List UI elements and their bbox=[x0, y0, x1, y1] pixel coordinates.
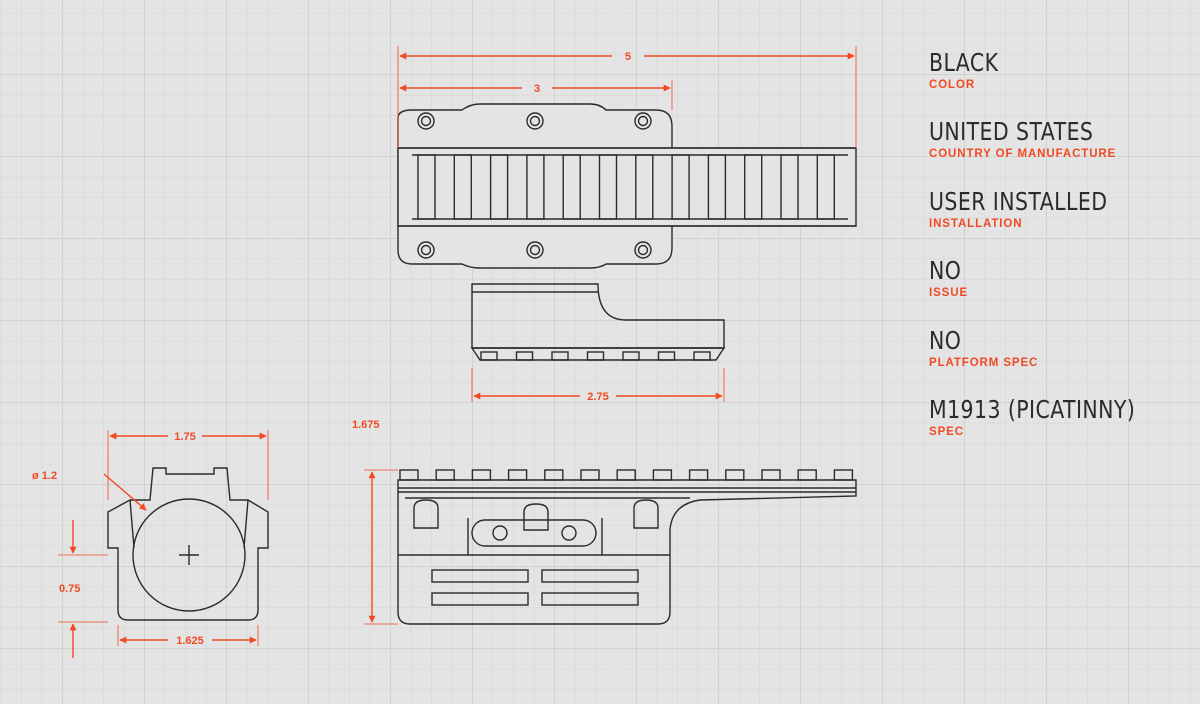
spec-installation: USER INSTALLED INSTALLATION bbox=[929, 187, 1189, 256]
rail-slot bbox=[780, 154, 799, 220]
rail-tooth bbox=[435, 469, 455, 481]
spec-label: COLOR bbox=[929, 79, 976, 91]
screw-hole bbox=[634, 241, 652, 259]
side-profile-view bbox=[470, 283, 726, 361]
rail-tooth bbox=[622, 351, 640, 361]
spec-color: BLACK COLOR bbox=[929, 48, 1189, 117]
rail-slot bbox=[489, 154, 509, 220]
rail-tooth bbox=[833, 469, 854, 481]
rail-tooth bbox=[544, 469, 564, 481]
spec-spec: M1913 (PICATINNY) SPEC bbox=[929, 395, 1189, 464]
rail-tooth bbox=[586, 351, 605, 361]
rail-tooth bbox=[471, 469, 492, 481]
spec-label: SPEC bbox=[929, 425, 964, 438]
rail-slot bbox=[562, 154, 581, 220]
rail-tooth bbox=[580, 469, 600, 481]
rail-tooth bbox=[515, 351, 534, 361]
spec-list: BLACK COLOR UNITED STATES COUNTRY OF MAN… bbox=[929, 48, 1189, 464]
rail-tooth bbox=[652, 469, 673, 481]
dim-front-width: 1.75 bbox=[174, 431, 195, 443]
rail-slot bbox=[635, 154, 654, 220]
screw-hole-inner bbox=[637, 115, 649, 127]
screw-hole-inner bbox=[420, 244, 432, 256]
dim-side-height: 1.675 bbox=[352, 419, 380, 431]
screw-hole bbox=[417, 241, 435, 259]
side-view bbox=[397, 469, 857, 625]
spec-value: NO bbox=[929, 256, 962, 286]
rail-tooth bbox=[688, 469, 709, 481]
rail-slot bbox=[453, 154, 472, 220]
rail-tooth bbox=[399, 469, 419, 481]
screw-hole bbox=[417, 112, 435, 130]
rail-tooth bbox=[657, 351, 676, 361]
spec-label: COUNTRY OF MANUFACTURE bbox=[929, 148, 1117, 161]
screw-hole-inner bbox=[420, 115, 432, 127]
rail-slot bbox=[417, 154, 436, 220]
front-view bbox=[107, 467, 269, 621]
spec-value: USER INSTALLED bbox=[929, 186, 1108, 216]
spec-label: INSTALLATION bbox=[929, 217, 1023, 230]
dimension-lines bbox=[58, 46, 857, 658]
top-view bbox=[397, 103, 857, 269]
screw-hole-inner bbox=[529, 115, 541, 127]
spec-value: UNITED STATES bbox=[929, 117, 1094, 147]
dim-front-ring-diameter: ø 1.2 bbox=[32, 470, 57, 482]
rail-slot bbox=[526, 154, 545, 220]
rail-slot bbox=[816, 154, 835, 220]
dim-side-rail-length: 2.75 bbox=[587, 391, 608, 403]
spec-value: M1913 (PICATINNY) bbox=[929, 394, 1136, 424]
dim-top-overall-length: 5 bbox=[625, 51, 631, 63]
spec-value: BLACK bbox=[929, 48, 999, 77]
rail-tooth bbox=[480, 351, 498, 361]
spec-label: PLATFORM SPEC bbox=[929, 356, 1039, 369]
dim-front-center-height: 0.75 bbox=[59, 583, 80, 595]
spec-issue: NO ISSUE bbox=[929, 256, 1189, 325]
screw-hole-inner bbox=[637, 244, 649, 256]
rail-tooth bbox=[797, 469, 817, 481]
rail-tooth bbox=[725, 469, 745, 481]
spec-label: ISSUE bbox=[929, 287, 969, 300]
rail-tooth bbox=[761, 469, 781, 481]
rail-tooth bbox=[551, 351, 569, 361]
dim-front-base-width: 1.625 bbox=[176, 635, 204, 647]
spec-country-of-manufacture: UNITED STATES COUNTRY OF MANUFACTURE bbox=[929, 117, 1189, 186]
dim-top-base-length: 3 bbox=[534, 83, 540, 95]
screw-hole bbox=[526, 112, 544, 130]
spec-platform-spec: NO PLATFORM SPEC bbox=[929, 326, 1189, 395]
screw-hole-inner bbox=[529, 244, 541, 256]
screw-hole bbox=[634, 112, 652, 130]
rail-slot bbox=[707, 154, 727, 220]
dimension-labels: 5 3 2.75 1.75 ø 1.2 0.75 1.625 1.675 bbox=[32, 51, 631, 647]
rail-slot bbox=[744, 154, 763, 220]
rail-tooth bbox=[693, 351, 711, 361]
rail-slot bbox=[598, 154, 618, 220]
spec-value: NO bbox=[929, 325, 962, 355]
rail-tooth bbox=[507, 469, 528, 481]
screw-hole bbox=[526, 241, 544, 259]
rail-slot bbox=[671, 154, 690, 220]
rail-tooth bbox=[616, 469, 636, 481]
